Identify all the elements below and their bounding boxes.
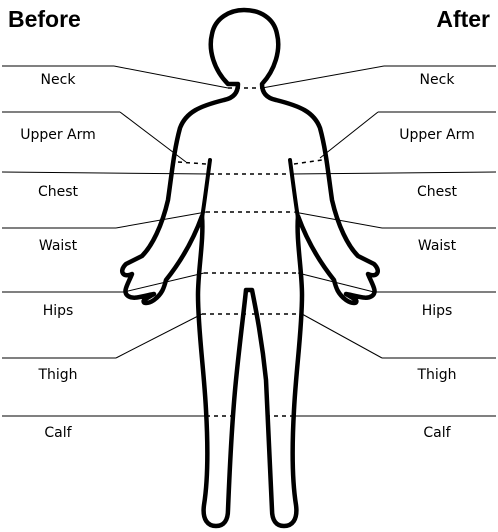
before-rule-upperarm-chest bbox=[1, 171, 211, 175]
measurement-dashes bbox=[177, 87, 323, 417]
left-armpit-crease bbox=[200, 158, 212, 220]
after-leader-upperarm bbox=[319, 111, 379, 159]
before-leader-neck bbox=[113, 65, 229, 89]
before-label-calf: Calf bbox=[44, 425, 72, 441]
after-leaders bbox=[261, 65, 497, 417]
before-leader-upperarm bbox=[119, 111, 187, 163]
after-label-calf: Calf bbox=[423, 425, 451, 441]
after-leader-waist bbox=[293, 211, 383, 229]
upper-arm-dash-right bbox=[293, 159, 323, 165]
heading-before: Before bbox=[8, 6, 81, 32]
before-label-upper-arm: Upper Arm bbox=[20, 127, 96, 143]
before-label-thigh: Thigh bbox=[38, 367, 78, 383]
upper-arm-dash-left bbox=[177, 161, 207, 165]
before-label-waist: Waist bbox=[38, 238, 78, 254]
heading-after: After bbox=[436, 6, 490, 32]
before-label-neck: Neck bbox=[40, 72, 76, 88]
body-outline bbox=[120, 7, 380, 529]
after-leader-thigh bbox=[301, 313, 383, 359]
before-leader-waist bbox=[115, 211, 207, 229]
before-label-hips: Hips bbox=[42, 303, 74, 319]
after-label-neck: Neck bbox=[419, 72, 455, 88]
before-leader-hips bbox=[123, 272, 205, 293]
after-label-upper-arm: Upper Arm bbox=[399, 127, 475, 143]
after-label-thigh: Thigh bbox=[417, 367, 457, 383]
after-leader-neck bbox=[261, 65, 385, 89]
after-label-waist: Waist bbox=[417, 238, 457, 254]
after-rule-upperarm-chest bbox=[289, 171, 497, 175]
after-label-chest: Chest bbox=[416, 184, 458, 200]
before-leaders bbox=[1, 65, 229, 417]
before-leader-thigh bbox=[115, 313, 203, 359]
after-leader-hips bbox=[297, 272, 375, 293]
after-label-hips: Hips bbox=[421, 303, 453, 319]
before-label-chest: Chest bbox=[37, 184, 79, 200]
right-armpit-crease bbox=[288, 158, 300, 220]
